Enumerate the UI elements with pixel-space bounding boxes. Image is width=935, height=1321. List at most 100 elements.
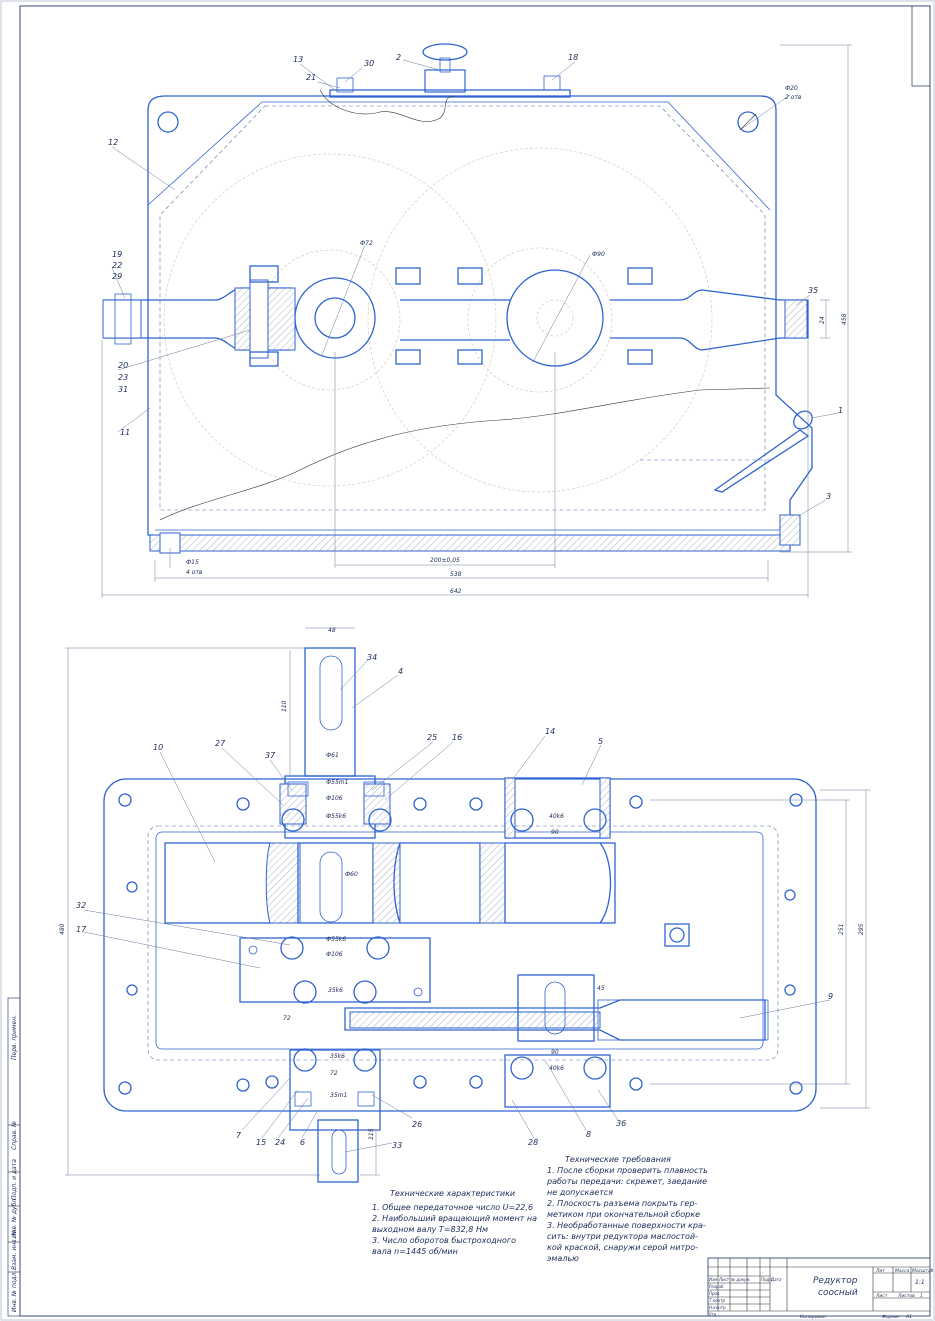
tech-req-line-4: 2. Плоскость разъема покрыть гер- <box>547 1199 697 1208</box>
dim-d72: 72 <box>283 1015 291 1022</box>
tech-req-line-9: эмалью <box>547 1254 579 1263</box>
tech-req-line-8: кой краской, снаружи серой нитро- <box>547 1243 698 1252</box>
drawing-name-line-1: Редуктор <box>813 1276 858 1286</box>
key-34 <box>319 655 343 731</box>
callout-26: 26 <box>412 1120 422 1129</box>
dim-d35k6: 35k6 <box>328 987 343 994</box>
callout-9: 9 <box>828 992 833 1001</box>
stamp-sprav: Справ. № <box>11 1121 18 1150</box>
tb-row-nkontr: Н.контр <box>709 1305 726 1310</box>
corner-hole-left <box>157 111 179 133</box>
tech-req-line-3: не допускается <box>547 1188 613 1197</box>
left-side-stamp: Перв. примен. Справ. № Подп. и дата Инв.… <box>7 997 21 1317</box>
tech-req-line-7: сить: внутри редуктора маслостой- <box>547 1232 698 1241</box>
dim-d90: 90 <box>551 829 559 836</box>
dim-h24: 24 <box>819 316 826 324</box>
tb-col-data: Дата <box>770 1277 782 1282</box>
dim-d55k6b: Ф55k6 <box>326 936 346 943</box>
callout-2: 2 <box>396 53 401 62</box>
callout-29: 29 <box>112 272 122 281</box>
stamp-inv-podl: Инв. № подл. <box>11 1271 18 1312</box>
top-view-section: Ф20 2 отв Ф72 Ф90 Ф15 4 отв 200±0,05 538… <box>101 43 852 598</box>
gear-10 <box>164 842 271 924</box>
stamp-podp-data-1: Подп. и дата <box>11 1159 18 1200</box>
dim-length-total: 642 <box>450 588 462 595</box>
bottom-view-section: 48 110 480 251 295 Ф61 Ф55m1 Ф106 Ф55k6 … <box>59 627 870 1183</box>
title-block: Изм Лист № докум. Подп Дата Разраб Пров … <box>707 1257 934 1320</box>
bore-left <box>294 277 376 359</box>
dim-h295: 295 <box>858 923 865 935</box>
dim-d55m1: Ф55m1 <box>326 779 348 786</box>
stamp-inv-dubl: Инв. № дубл. <box>11 1197 18 1238</box>
callout-30: 30 <box>364 59 374 68</box>
dim-l110: 110 <box>281 700 288 712</box>
tech-specs-line-2: 2. Наибольший вращающий момент на <box>372 1214 537 1223</box>
bolt-head <box>249 265 279 283</box>
callout-24: 24 <box>275 1138 285 1147</box>
dim-d35m1: 35m1 <box>330 1092 347 1099</box>
callout-19: 19 <box>112 250 122 259</box>
callout-37: 37 <box>265 751 276 760</box>
dim-d15: Ф15 <box>186 559 199 566</box>
tb-row-razrab: Разраб <box>709 1284 724 1289</box>
callout-22: 22 <box>112 261 122 270</box>
key-33 <box>331 1129 347 1175</box>
dim-d90b: 90 <box>551 1049 559 1056</box>
tech-req-line-2: работы передачи: скрежет, заедание <box>546 1177 707 1186</box>
tech-specs-line-3: выходном валу T=832,8 Нм <box>372 1225 488 1234</box>
callout-8: 8 <box>586 1130 591 1139</box>
tb-row-tkontr: Т.контр <box>709 1298 726 1303</box>
dim-w48: 48 <box>328 627 336 634</box>
callout-13: 13 <box>293 55 303 64</box>
dim-center-distance: 200±0,05 <box>430 557 460 564</box>
callout-11: 11 <box>120 428 130 437</box>
dim-h480: 480 <box>59 923 66 935</box>
tech-req-heading: Технические требования <box>565 1155 671 1164</box>
callout-12: 12 <box>108 138 118 147</box>
dim-d40k6b: 40k6 <box>549 1065 564 1072</box>
callout-3: 3 <box>826 492 831 501</box>
tech-specs-line-5: вала n=1445 об/мин <box>372 1247 458 1256</box>
callout-32: 32 <box>76 901 86 910</box>
callout-15: 15 <box>256 1138 266 1147</box>
output-shaft <box>317 1119 359 1183</box>
tb-lit-label: Лит <box>875 1268 885 1274</box>
tech-specs-heading: Технические характеристики <box>390 1189 515 1198</box>
callout-18: 18 <box>568 53 578 62</box>
tb-sheets-value: 1 <box>920 1293 923 1299</box>
dim-d60: Ф60 <box>345 871 358 878</box>
callout-14: 14 <box>545 727 555 736</box>
tb-row-prov: Пров <box>709 1291 720 1296</box>
tb-row-utv: Утв <box>709 1312 717 1317</box>
gear-right <box>504 842 616 924</box>
dim-h251: 251 <box>838 924 845 935</box>
callout-23: 23 <box>118 373 128 382</box>
tech-specs-line-4: 3. Число оборотов быстроходного <box>372 1236 516 1245</box>
dim-d106: Ф106 <box>326 795 343 802</box>
tb-format-label: Формат <box>882 1314 901 1320</box>
tb-col-podp: Подп <box>761 1277 772 1282</box>
tb-mass-label: Масса <box>895 1268 910 1274</box>
tb-scale-label: Масштаб <box>912 1268 934 1274</box>
dim-d35k6b: 35k6 <box>330 1053 345 1060</box>
callout-17: 17 <box>76 925 87 934</box>
callout-35: 35 <box>808 286 818 295</box>
tech-requirements-block: Технические требования 1. После сборки п… <box>546 1155 708 1263</box>
callout-6: 6 <box>300 1138 305 1147</box>
dim-d15-note: 4 отв <box>186 569 203 576</box>
callout-16: 16 <box>452 733 462 742</box>
tb-col-ndok: № докум. <box>730 1277 751 1282</box>
tb-scale-value: 1:1 <box>915 1279 925 1286</box>
base-plate <box>103 778 817 1112</box>
callout-28: 28 <box>528 1138 538 1147</box>
breather-cap <box>422 43 468 61</box>
tb-sheet-label: Лист <box>875 1293 888 1299</box>
tb-format-value: А1 <box>905 1314 912 1320</box>
tb-copied: Копировал <box>800 1314 826 1320</box>
callout-36: 36 <box>616 1119 626 1128</box>
tb-sheets-label: Листов <box>897 1293 915 1299</box>
dim-d20: Ф20 <box>785 85 798 92</box>
callout-20: 20 <box>118 361 128 370</box>
callout-1: 1 <box>838 406 843 415</box>
